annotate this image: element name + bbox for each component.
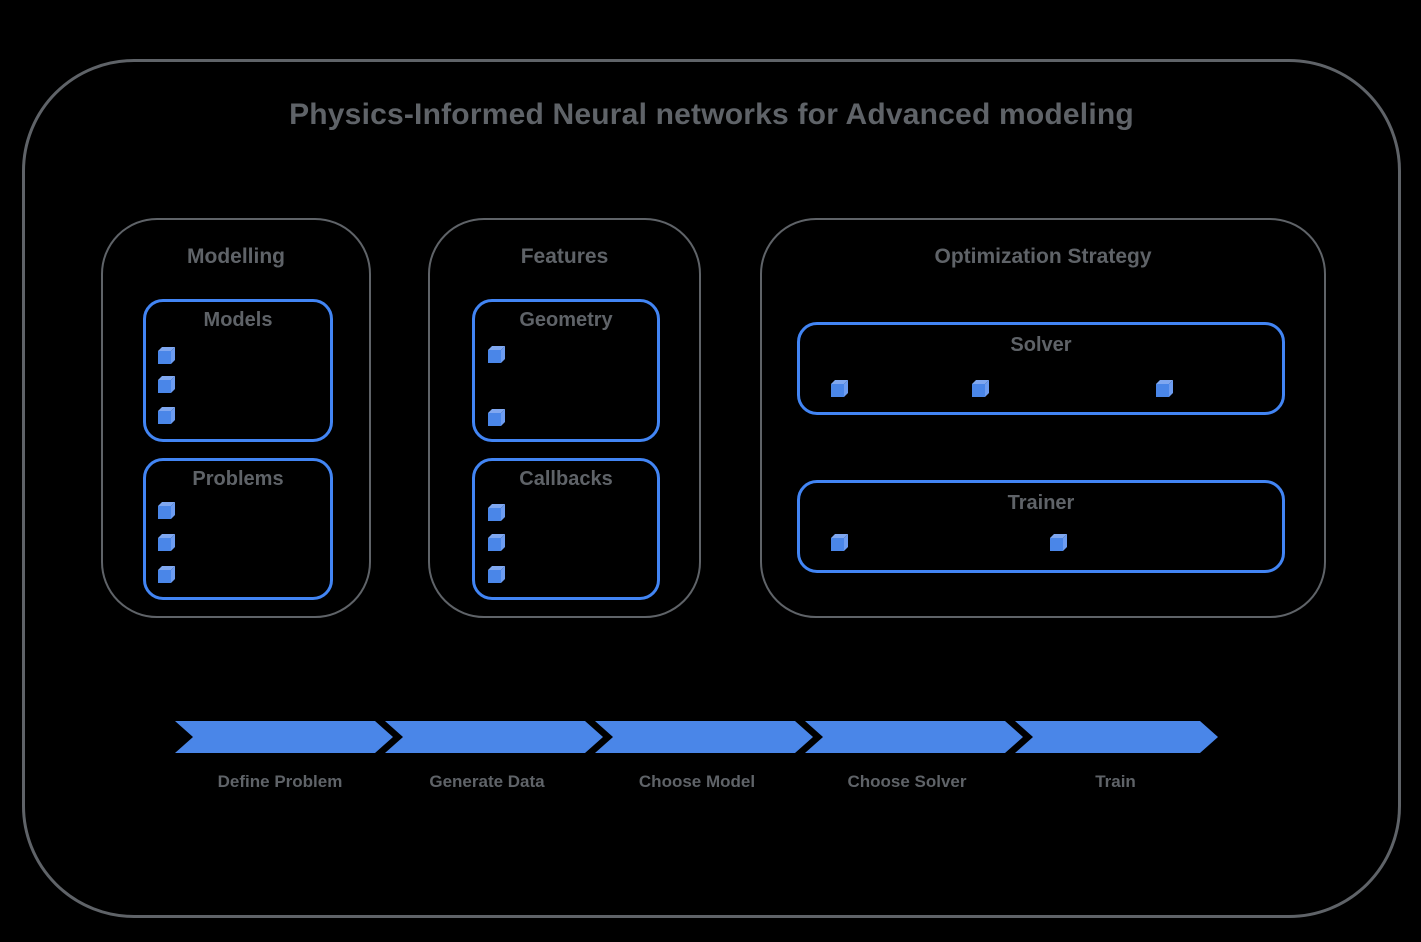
outer-frame <box>22 59 1401 918</box>
cube-icon <box>831 384 844 397</box>
card-callbacks: Callbacks <box>472 458 660 600</box>
cube-icon <box>158 380 171 393</box>
cube-icon <box>158 411 171 424</box>
arrow-segment-choose-solver <box>805 721 1023 753</box>
cube-icon <box>1050 538 1063 551</box>
group-modelling-title: Modelling <box>187 245 285 268</box>
group-modelling: Modelling Models Problems <box>101 218 371 618</box>
workflow-step-generate-data: Generate Data <box>429 772 545 791</box>
cube-icon <box>831 538 844 551</box>
group-optimization-strategy: Optimization Strategy Solver Trainer <box>760 218 1326 618</box>
group-optimization-title: Optimization Strategy <box>934 245 1152 268</box>
arrow-segment-choose-model <box>595 721 813 753</box>
cube-icon <box>1156 384 1169 397</box>
cube-icon <box>158 570 171 583</box>
cube-icon <box>488 508 501 521</box>
workflow-step-choose-model: Choose Model <box>638 772 756 791</box>
workflow-step-choose-solver: Choose Solver <box>847 772 967 791</box>
arrow-segment-generate-data <box>385 721 603 753</box>
card-geometry: Geometry <box>472 299 660 442</box>
diagram-title: Physics-Informed Neural networks for Adv… <box>289 98 1134 131</box>
card-solver-title: Solver <box>1010 334 1072 356</box>
cube-icon <box>158 538 171 551</box>
cube-icon <box>158 351 171 364</box>
cube-icon <box>158 506 171 519</box>
card-trainer: Trainer <box>797 480 1285 573</box>
card-models-title: Models <box>203 309 273 331</box>
card-problems: Problems <box>143 458 333 600</box>
arrow-segment-train <box>1015 721 1218 753</box>
cube-icon <box>488 350 501 363</box>
cube-icon <box>488 538 501 551</box>
card-geometry-title: Geometry <box>519 309 613 331</box>
card-trainer-title: Trainer <box>1007 492 1075 514</box>
arrow-segment-define-problem <box>175 721 393 753</box>
cube-icon <box>488 570 501 583</box>
group-features-title: Features <box>520 245 609 268</box>
card-callbacks-title: Callbacks <box>519 468 613 490</box>
card-models: Models <box>143 299 333 442</box>
group-features: Features Geometry Callbacks <box>428 218 701 618</box>
workflow-step-train: Train <box>1095 772 1136 791</box>
card-solver: Solver <box>797 322 1285 415</box>
workflow-step-define-problem: Define Problem <box>217 772 343 791</box>
workflow-arrow: Define Problem Generate Data Choose Mode… <box>175 721 1218 831</box>
card-problems-title: Problems <box>192 468 284 490</box>
cube-icon <box>972 384 985 397</box>
cube-icon <box>488 413 501 426</box>
